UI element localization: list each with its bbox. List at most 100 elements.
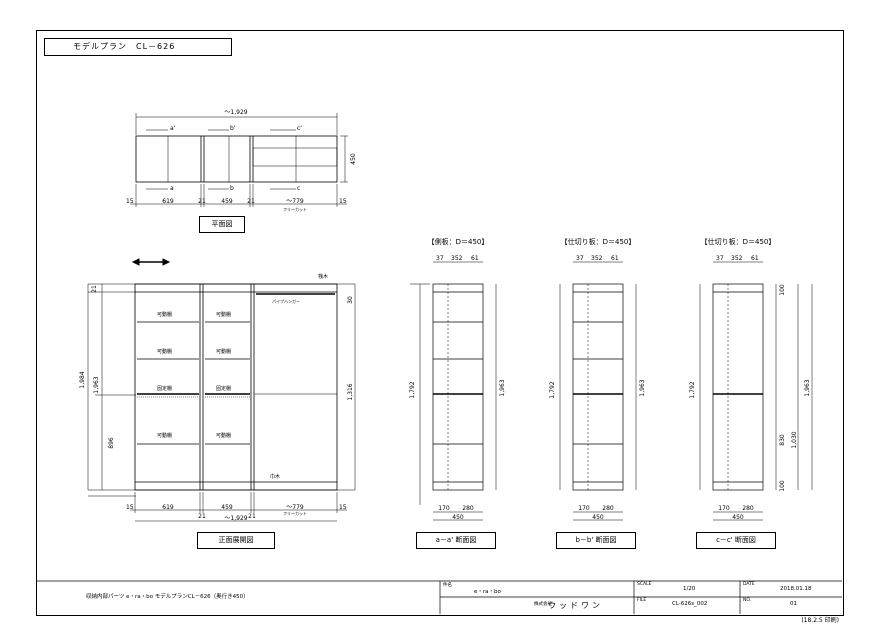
section-c-right-4: 100 <box>779 480 786 492</box>
elev-label-pipe-hanger: パイプハンガー <box>272 298 300 304</box>
elev-dim-0: 15 <box>126 504 134 511</box>
title-block-file-label: FILE <box>637 598 647 603</box>
section-b-height: 1,792 <box>549 381 556 398</box>
elev-dim-4: 21 <box>248 513 256 520</box>
elev-height-lower: 896 <box>108 437 115 449</box>
title-block-file: CL-626s_002 <box>672 601 708 607</box>
section-c-label: c－c' 断面図 <box>696 532 776 549</box>
section-a-bottom-2: 450 <box>452 514 464 521</box>
cut-marker-a: a <box>170 185 174 192</box>
title-block-date-label: DATE <box>743 582 755 587</box>
section-c-text: 【仕切り板：D＝450】 37 352 61 1,792 100 1,963 8… <box>689 237 811 521</box>
plan-free-cut: フリーカット <box>283 207 307 212</box>
elev-dim-6: 15 <box>339 504 347 511</box>
elev-height-total: 1,984 <box>79 371 86 388</box>
title-block-date: 2018.01.18 <box>780 586 812 592</box>
cut-marker-a-prime: a' <box>170 125 176 132</box>
section-c-right-0: 100 <box>779 284 786 296</box>
section-a-title: 【側板：D＝450】 <box>428 237 489 246</box>
plan-dim-4: 21 <box>247 198 255 205</box>
section-c-top-2: 61 <box>751 255 759 262</box>
elev-label-skirting: 巾木 <box>270 473 280 480</box>
front-elevation <box>87 283 356 522</box>
title-block-no-label: NO. <box>743 598 752 603</box>
section-c-right-2: 830 <box>779 434 786 446</box>
section-view-c <box>699 261 813 521</box>
elev-label-fixed-2: 固定棚 <box>216 385 231 392</box>
title-block-description: 収納内部パーツ e・ra・bo モデルプランCL－626（奥行き450） <box>86 594 249 600</box>
print-date-note: (18.2.5 印刷) <box>801 617 839 624</box>
elev-dim-2: 21 <box>198 513 206 520</box>
elev-right-dim-2: 1,316 <box>347 383 354 400</box>
elev-label-movable-6: 可動棚 <box>216 432 231 439</box>
section-a-top-0: 37 <box>436 255 444 262</box>
section-c-top-1: 352 <box>731 255 743 262</box>
title-block-company: ウッドワン <box>548 601 603 610</box>
drawing-title: モデルプラン CL－626 <box>44 38 232 56</box>
plan-view-text: ～1,929 a' b' c' a b c 450 15 619 21 459 … <box>126 109 357 212</box>
section-b-text: 【仕切り板：D＝450】 37 352 61 1,792 1,963 170 2… <box>549 237 646 521</box>
cut-marker-b-prime: b' <box>230 125 236 132</box>
elev-overall-width: ～1,929 <box>224 515 247 522</box>
section-b-bottom-1: 280 <box>602 505 614 512</box>
section-c-right-3: 1,030 <box>791 431 798 448</box>
double-arrow-icon <box>131 258 171 266</box>
section-b-top-1: 352 <box>591 255 603 262</box>
section-b-top-2: 61 <box>611 255 619 262</box>
elev-free-cut: フリーカット <box>283 511 307 516</box>
plan-overall-width: ～1,929 <box>224 109 247 116</box>
title-block-scale-label: SCALE <box>637 582 652 587</box>
elev-label-movable-5: 可動棚 <box>216 348 231 355</box>
plan-dim-2: 21 <box>198 198 206 205</box>
section-a-top-1: 352 <box>451 255 463 262</box>
section-a-top-2: 61 <box>471 255 479 262</box>
plan-view-label: 平面図 <box>199 216 245 233</box>
section-c-bottom-0: 170 <box>718 505 730 512</box>
section-c-top-0: 37 <box>716 255 724 262</box>
elev-label-movable-2: 可動棚 <box>157 348 172 355</box>
title-block-project-label: 件名 <box>443 583 452 588</box>
plan-dim-0: 15 <box>126 198 134 205</box>
section-a-label: a－a' 断面図 <box>416 532 496 549</box>
section-b-bottom-2: 450 <box>592 514 604 521</box>
elev-dim-5: ～779 <box>286 504 304 511</box>
section-b-right: 1,963 <box>639 379 646 396</box>
title-block-no: 01 <box>790 601 797 607</box>
section-c-title: 【仕切り板：D＝450】 <box>701 237 776 246</box>
cut-marker-c-prime: c' <box>297 125 302 132</box>
section-c-bottom-1: 280 <box>742 505 754 512</box>
section-a-text: 【側板：D＝450】 37 352 61 1,792 1,963 170 280… <box>409 237 506 521</box>
elev-label-fixed-1: 固定棚 <box>157 385 172 392</box>
section-b-bottom-0: 170 <box>578 505 590 512</box>
title-block-company-label: 株式会社 <box>534 602 552 607</box>
elev-height-inner: 1,963 <box>93 376 100 393</box>
title-block <box>36 580 842 614</box>
elev-dim-3: 459 <box>221 504 233 511</box>
section-a-bottom-1: 280 <box>462 505 474 512</box>
section-a-right: 1,963 <box>499 379 506 396</box>
elev-height-top: 21 <box>91 285 98 293</box>
elev-label-movable-4: 可動棚 <box>216 311 231 318</box>
section-b-title: 【仕切り板：D＝450】 <box>561 237 636 246</box>
section-c-right-1: 1,963 <box>804 379 811 396</box>
section-c-bottom-2: 450 <box>732 514 744 521</box>
plan-view <box>130 113 348 207</box>
section-view-a <box>410 261 497 521</box>
front-elevation-text: 可動棚 可動棚 固定棚 可動棚 可動棚 可動棚 固定棚 可動棚 パイプハンガー … <box>79 273 354 522</box>
elev-label-movable-3: 可動棚 <box>157 432 172 439</box>
elev-right-dim-1: 30 <box>347 296 354 304</box>
cut-marker-c: c <box>297 185 300 192</box>
plan-depth: 450 <box>350 153 357 165</box>
section-b-label: b－b' 断面図 <box>556 532 636 549</box>
section-c-height: 1,792 <box>689 381 696 398</box>
drawing-frame <box>36 30 844 616</box>
section-b-top-0: 37 <box>576 255 584 262</box>
section-a-height: 1,792 <box>409 381 416 398</box>
plan-dim-5: ～779 <box>286 198 304 205</box>
elev-label-top-rail: 桟木 <box>318 273 328 280</box>
title-block-scale: 1/20 <box>683 586 696 592</box>
plan-dim-1: 619 <box>162 198 174 205</box>
elev-label-movable-1: 可動棚 <box>157 311 172 318</box>
elevation-label: 正面展開図 <box>197 532 275 549</box>
